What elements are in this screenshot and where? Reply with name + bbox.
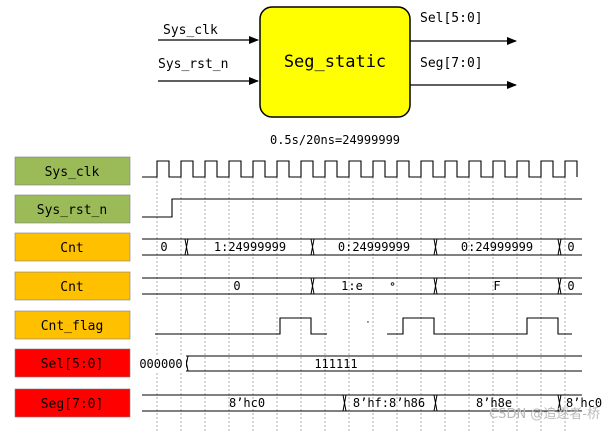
waveform-sel (142, 355, 582, 372)
cnt-a-value-4: 0 (567, 240, 574, 254)
signal-label-sel: Sel[5:0] (14, 348, 131, 378)
waveform-sys-clk (142, 160, 578, 178)
seg-value-2: 8’h8e (476, 396, 512, 410)
svg-text:Cnt_flag: Cnt_flag (41, 319, 104, 334)
signal-label-cnt-flag: Cnt_flag (14, 310, 131, 340)
waveform-cnt-flag-2 (387, 317, 572, 335)
signal-label-seg: Seg[7:0] (14, 388, 131, 418)
waveform-sys-rst-n (142, 198, 582, 218)
cnt-b-value-2: F (493, 279, 500, 293)
cnt-b-value-3: 0 (567, 279, 574, 293)
sel-value-0: 000000 (139, 357, 182, 371)
stray-mark-2: ॱ (366, 318, 370, 332)
seg-value-3: 8’hc0 (566, 396, 602, 410)
waveform-seg (142, 394, 582, 412)
output-label-sel: Sel[5:0] (420, 11, 483, 26)
signal-label-cnt-b: Cnt (14, 271, 131, 301)
svg-text:Cnt: Cnt (60, 280, 83, 295)
svg-text:Sys_clk: Sys_clk (45, 165, 100, 180)
signal-label-sys-clk: Sys_clk (14, 156, 131, 186)
cnt-b-value-1: 1:e (341, 279, 363, 293)
waveform-cnt-flag (155, 317, 327, 335)
sel-value-1: 111111 (314, 357, 357, 371)
svg-text:Seg[7:0]: Seg[7:0] (41, 397, 104, 412)
svg-text:Sys_rst_n: Sys_rst_n (37, 203, 107, 218)
stray-mark-1: ॰ (390, 278, 395, 292)
signal-label-cnt-a: Cnt (14, 232, 131, 262)
block-diagram: Seg_static Sys_clk Sys_rst_n Sel[5:0] Se… (158, 6, 517, 118)
waveform-cnt-b (142, 277, 582, 295)
caption: 0.5s/20ns=24999999 (270, 133, 400, 147)
seg-value-0: 8’hc0 (229, 396, 265, 410)
input-label-sys-rst-n: Sys_rst_n (158, 57, 228, 72)
signal-label-sys-rst-n: Sys_rst_n (14, 194, 131, 224)
seg-value-1: 8’hf:8’h86 (353, 396, 425, 410)
output-label-seg: Seg[7:0] (420, 56, 483, 71)
signal-labels: Sys_clk Sys_rst_n Cnt Cnt Cnt_flag Sel[5… (14, 156, 131, 418)
seg-static-block (259, 6, 411, 118)
svg-text:Sel[5:0]: Sel[5:0] (41, 357, 104, 372)
waveform-cnt-a (142, 238, 582, 256)
cnt-a-value-0: 0 (160, 240, 167, 254)
input-label-sys-clk: Sys_clk (163, 23, 218, 38)
sel-value-bg (138, 355, 186, 372)
cnt-a-value-2: 0:24999999 (338, 240, 410, 254)
cnt-a-value-3: 0:24999999 (461, 240, 533, 254)
clock-guides (156, 177, 566, 433)
watermark: CSDN @追逐者-桥 (489, 406, 600, 422)
cnt-a-value-1: 1:24999999 (214, 240, 286, 254)
block-title: Seg_static (284, 52, 386, 72)
cnt-b-value-0: 0 (233, 279, 240, 293)
svg-text:Cnt: Cnt (60, 241, 83, 256)
